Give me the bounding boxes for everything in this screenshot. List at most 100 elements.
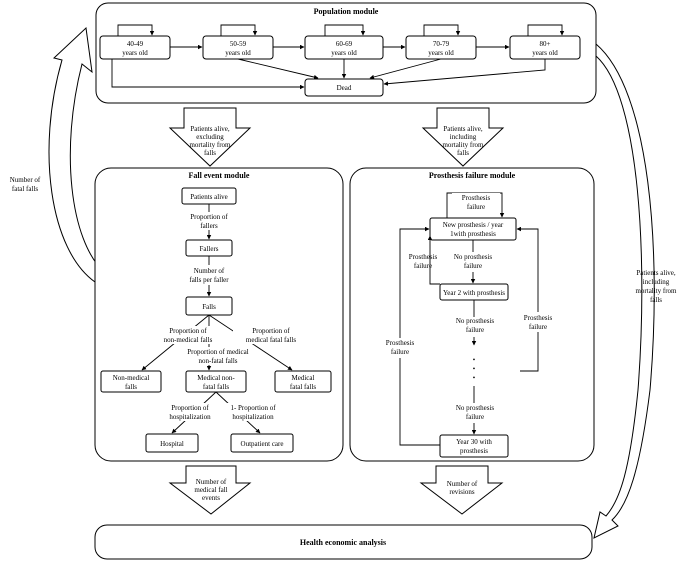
box-label: Year 2 with prosthesis — [443, 289, 505, 297]
falls-label: Falls — [202, 303, 216, 311]
dead-label: Dead — [337, 84, 352, 92]
arrow-label: mortality from — [189, 141, 231, 149]
age-suffix-label: years old — [428, 49, 454, 57]
edge-label: falls per faller — [189, 276, 229, 284]
arrow-label: Patients alive, — [636, 269, 676, 277]
arrow-label: Number of — [10, 176, 41, 184]
hospital-box — [145, 433, 199, 453]
edge-label: Proportion of — [190, 213, 228, 221]
arrow-label: fatal falls — [12, 185, 39, 193]
edge-label: No prosthesis — [456, 317, 495, 325]
edge-label: 1- Proportion of — [230, 404, 276, 412]
age-range-label: 80+ — [540, 40, 551, 48]
edge-label: Number of — [194, 267, 225, 275]
box-label: prosthesis — [460, 447, 488, 455]
edge-label: medical fatal falls — [246, 336, 296, 344]
arrow-label: falls — [650, 296, 662, 304]
failure-loop-arrow — [399, 226, 440, 446]
medical-fatal-box — [274, 370, 332, 393]
left-down-big-arrow — [168, 107, 252, 167]
edge-label: non-medical falls — [164, 336, 213, 344]
edge-label: failure — [466, 413, 484, 421]
box-label: Medical — [292, 374, 315, 382]
age-box-50-59: 50-59 years old — [202, 35, 274, 60]
edge-label: Prosthesis — [462, 194, 491, 202]
revisions-big-arrow — [419, 465, 504, 515]
edge-label: fallers — [200, 222, 218, 230]
edge-label: Proportion of — [169, 327, 207, 335]
age-suffix-label: years old — [331, 49, 357, 57]
box-label: New prosthesis / year — [443, 221, 504, 229]
fall-module-title: Fall event module — [189, 171, 250, 180]
box-label: Medical non- — [197, 374, 235, 382]
self-loop-arrow — [527, 24, 565, 36]
box-label: Year 30 with — [456, 438, 492, 446]
edge-label: failure — [391, 348, 409, 356]
arrow-label: falls — [457, 149, 469, 157]
ellipsis-dot: • — [473, 374, 476, 382]
edge-label: Proportion of medical — [187, 348, 248, 356]
outpatient-box — [230, 433, 294, 453]
dead-box — [304, 78, 384, 97]
medical-events-big-arrow — [168, 465, 252, 515]
edge-label: hospitalization — [232, 413, 274, 421]
age-suffix-label: years old — [225, 49, 251, 57]
self-loop-arrow — [324, 24, 366, 36]
arrow-label: events — [202, 494, 220, 502]
age-box-70-79: 70-79 years old — [405, 35, 477, 60]
health-economic-title: Health economic analysis — [300, 538, 386, 547]
non-medical-falls-box — [100, 370, 162, 393]
fallers-label: Fallers — [199, 245, 218, 253]
edge-label: failure — [529, 323, 547, 331]
box-label: Non-medical — [113, 374, 150, 382]
self-loop-arrow — [220, 24, 258, 36]
self-loop-arrow — [423, 24, 461, 36]
arrow-label: including — [450, 133, 477, 141]
prosthesis-module-title: Prosthesis failure module — [429, 171, 516, 180]
population-module-title: Population module — [314, 7, 379, 16]
box-label: 1with prosthesis — [450, 230, 496, 238]
outpatient-label: Outpatient care — [241, 440, 284, 448]
to-dead-arrow — [369, 58, 442, 80]
edge-label: Proportion of — [252, 327, 290, 335]
right-side-curved-arrow — [593, 42, 655, 539]
edge-label: hospitalization — [169, 413, 211, 421]
edge-label: Prosthesis — [409, 253, 438, 261]
edge-label: failure — [467, 203, 485, 211]
fatal-falls-curved-arrow — [48, 26, 105, 283]
arrow-label: Number of — [447, 480, 478, 488]
edge-label: failure — [466, 326, 484, 334]
age-range-label: 60-69 — [336, 40, 353, 48]
health-economic-module — [94, 524, 593, 560]
to-dead-arrow — [383, 59, 546, 86]
arrow-label: mortality from — [635, 287, 677, 295]
edge-label: Prosthesis — [524, 314, 553, 322]
arrow-label: revisions — [449, 488, 475, 496]
edge-label: Proportion of — [171, 404, 209, 412]
edge-label: No prosthesis — [454, 253, 493, 261]
arrow-label: mortality from — [442, 141, 484, 149]
right-down-big-arrow — [421, 107, 505, 167]
arrow-label: medical fall — [194, 486, 227, 494]
age-range-label: 40-49 — [127, 40, 144, 48]
age-range-label: 70-79 — [433, 40, 450, 48]
prosthesis-failure-module — [349, 167, 595, 462]
to-dead-arrow — [237, 58, 319, 80]
box-label: fatal falls — [203, 383, 230, 391]
age-suffix-label: years old — [532, 49, 558, 57]
age-box-80-plus: 80+ years old — [509, 35, 581, 60]
edge-label: failure — [464, 262, 482, 270]
age-box-60-69: 60-69 years old — [304, 35, 384, 60]
arrow-label: including — [643, 278, 670, 286]
arrow-label: falls — [204, 149, 216, 157]
self-loop-arrow — [117, 24, 155, 36]
age-range-label: 50-59 — [230, 40, 247, 48]
edge-label: non-fatal falls — [198, 357, 237, 365]
edge-label: Prosthesis — [386, 339, 415, 347]
edge-label: No prosthesis — [456, 404, 495, 412]
patients-alive-label: Patients alive — [190, 193, 228, 201]
age-suffix-label: years old — [122, 49, 148, 57]
arrow-label: Patients alive, — [443, 125, 483, 133]
age-box-40-49: 40-49 years old — [99, 35, 171, 60]
